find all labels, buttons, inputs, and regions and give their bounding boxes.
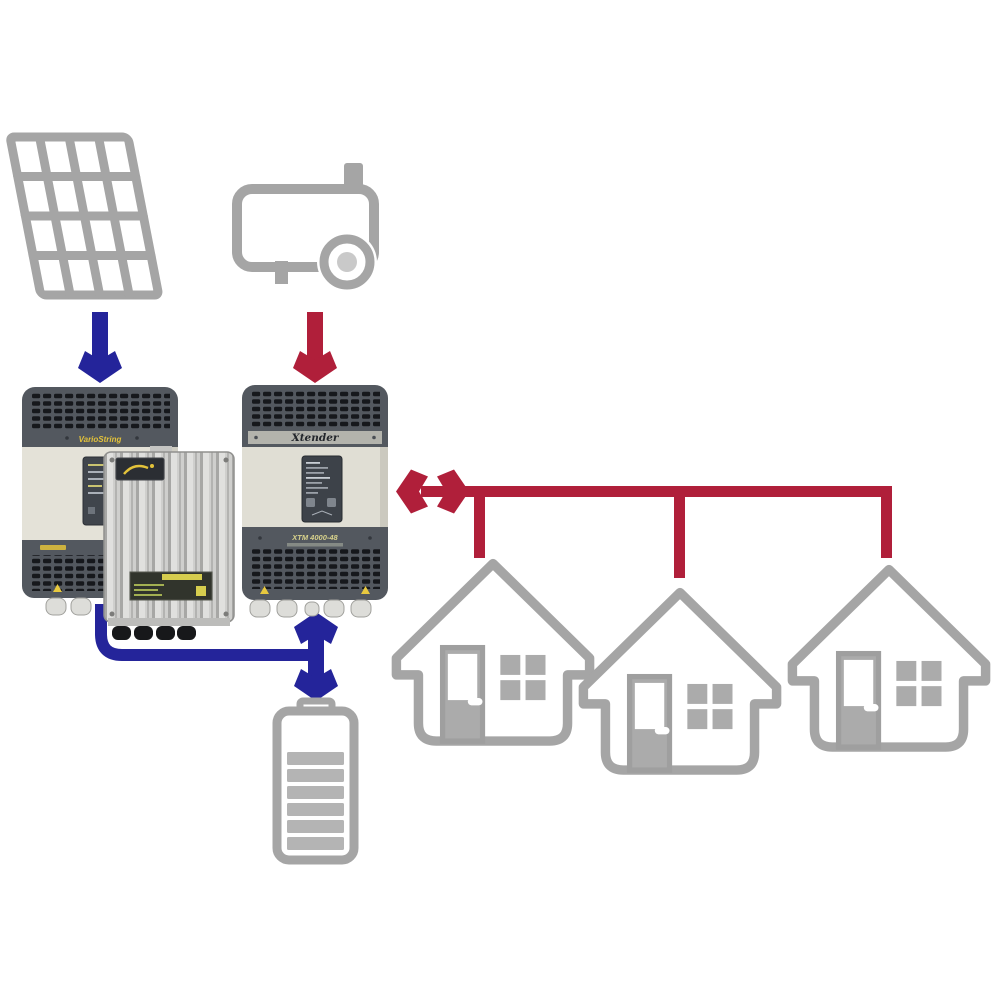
warning-triangle-icon <box>53 584 62 592</box>
generator-ac-arrow <box>293 312 337 383</box>
warning-triangle-icon <box>260 586 269 594</box>
xtender-device: Xtender XTM 4000-48 <box>242 385 388 618</box>
variostring-label: VarioString <box>79 435 122 444</box>
battery-icon <box>272 697 359 865</box>
xtender-panel <box>301 455 343 523</box>
house-icon <box>792 570 985 747</box>
solar-panel-icon <box>6 132 163 300</box>
studer-logo-plate <box>115 457 165 481</box>
battery-dc-arrow <box>294 612 338 701</box>
spec-label <box>129 571 213 601</box>
solar-dc-arrow <box>78 312 122 383</box>
warning-triangle-icon <box>361 586 370 594</box>
dc-link-line <box>95 604 318 661</box>
xtender-label: Xtender <box>291 432 340 444</box>
house-icon <box>396 564 589 741</box>
generator-icon <box>232 163 379 292</box>
xtender-model-label: XTM 4000-48 <box>291 533 338 542</box>
house-icon <box>583 593 776 770</box>
ac-bus-line <box>396 469 892 578</box>
charge-controller-icon <box>103 446 235 640</box>
